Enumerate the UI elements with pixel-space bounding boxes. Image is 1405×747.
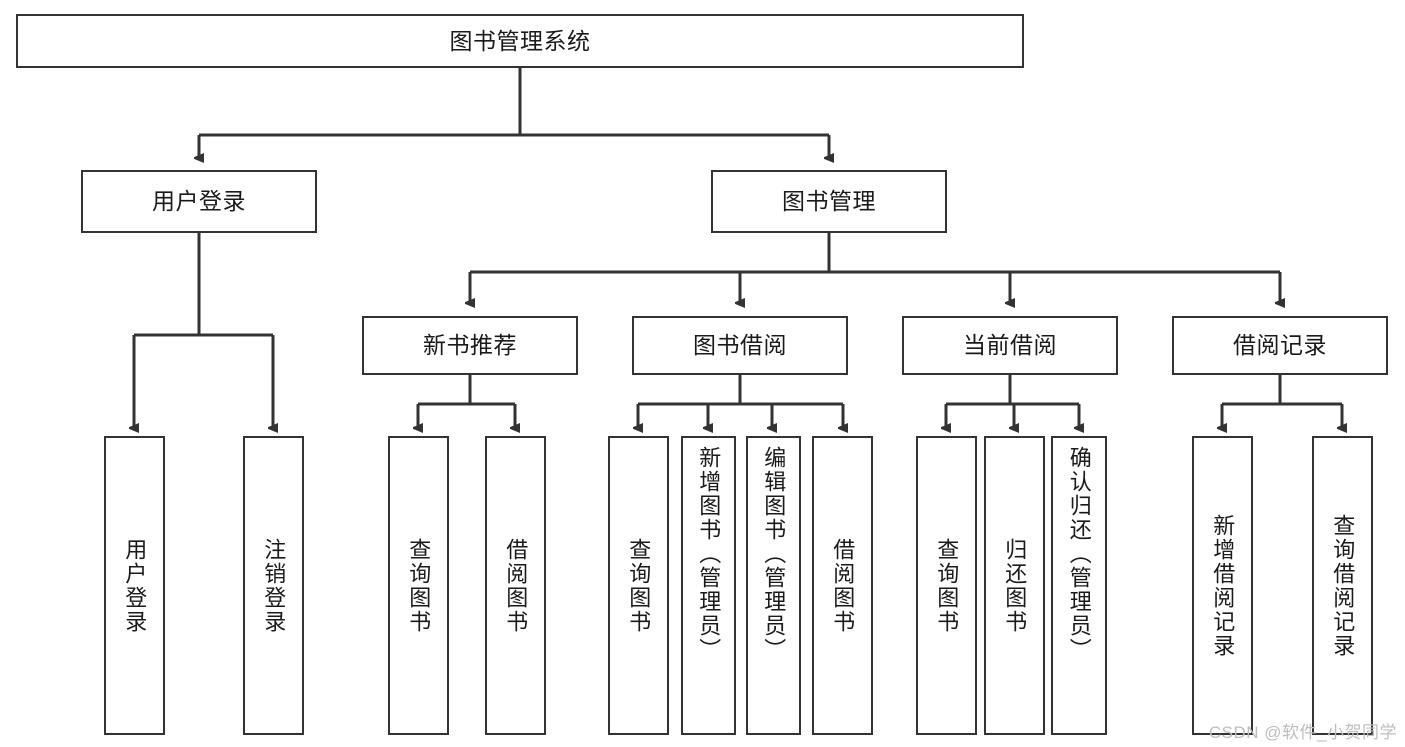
node-new-book-recommend-label: 新书推荐 — [423, 332, 517, 359]
node-root-label: 图书管理系统 — [449, 27, 591, 54]
node-leaf-add-record[interactable]: 新增借阅记录 — [1192, 436, 1253, 735]
node-leaf-logout-login[interactable]: 注销登录 — [243, 436, 304, 735]
node-current-borrow[interactable]: 当前借阅 — [902, 316, 1118, 375]
node-leaf-edit-book[interactable]: 编辑图书（管理员） — [746, 436, 801, 735]
node-book-management-label: 图书管理 — [782, 188, 876, 215]
node-leaf-borrow-book-2-label: 借阅图书 — [830, 537, 856, 634]
node-leaf-add-record-label: 新增借阅记录 — [1210, 513, 1236, 658]
node-leaf-query-book-2[interactable]: 查询图书 — [608, 436, 669, 735]
node-borrow-record[interactable]: 借阅记录 — [1172, 316, 1388, 375]
node-user-login[interactable]: 用户登录 — [81, 170, 317, 233]
node-leaf-return-book[interactable]: 归还图书 — [984, 436, 1045, 735]
node-leaf-user-login[interactable]: 用户登录 — [104, 436, 165, 735]
csdn-watermark: CSDN @软件_小贺同学 — [1208, 723, 1397, 742]
node-leaf-confirm-return-label: 确认归还（管理员） — [1066, 446, 1092, 662]
node-leaf-query-book-2-label: 查询图书 — [626, 537, 652, 634]
node-current-borrow-label: 当前借阅 — [963, 332, 1057, 359]
node-leaf-query-book-3-label: 查询图书 — [934, 537, 960, 634]
node-leaf-query-book-3[interactable]: 查询图书 — [916, 436, 977, 735]
node-leaf-edit-book-label: 编辑图书（管理员） — [761, 446, 787, 662]
node-leaf-borrow-book-2[interactable]: 借阅图书 — [812, 436, 873, 735]
node-leaf-logout-login-label: 注销登录 — [261, 537, 287, 634]
node-leaf-user-login-label: 用户登录 — [122, 537, 148, 634]
node-book-management[interactable]: 图书管理 — [711, 170, 947, 233]
node-leaf-borrow-book-1[interactable]: 借阅图书 — [485, 436, 546, 735]
node-root[interactable]: 图书管理系统 — [16, 14, 1024, 68]
node-leaf-add-book-label: 新增图书（管理员） — [696, 446, 722, 662]
node-leaf-borrow-book-1-label: 借阅图书 — [503, 537, 529, 634]
node-leaf-add-book[interactable]: 新增图书（管理员） — [681, 436, 736, 735]
node-leaf-confirm-return[interactable]: 确认归还（管理员） — [1051, 436, 1107, 735]
node-leaf-return-book-label: 归还图书 — [1002, 537, 1028, 634]
node-leaf-query-book-1-label: 查询图书 — [406, 537, 432, 634]
node-leaf-query-book-1[interactable]: 查询图书 — [388, 436, 449, 735]
node-leaf-query-record-label: 查询借阅记录 — [1330, 513, 1356, 658]
node-borrow-record-label: 借阅记录 — [1233, 332, 1327, 359]
node-leaf-query-record[interactable]: 查询借阅记录 — [1312, 436, 1373, 735]
node-new-book-recommend[interactable]: 新书推荐 — [362, 316, 578, 375]
node-book-borrow[interactable]: 图书借阅 — [632, 316, 848, 375]
node-book-borrow-label: 图书借阅 — [693, 332, 787, 359]
node-user-login-label: 用户登录 — [152, 188, 246, 215]
